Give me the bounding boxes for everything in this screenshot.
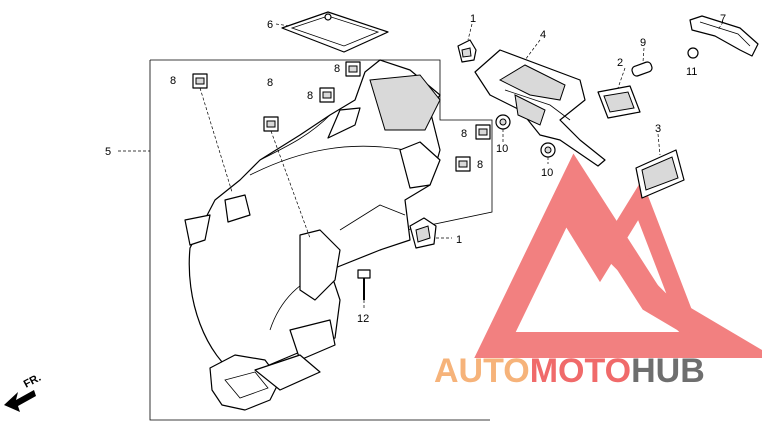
watermark-word-moto: MOTO [530,352,631,390]
callout-10-a: 10 [496,143,508,155]
callout-1-bottom: 1 [456,234,462,246]
callout-8-left: 8 [170,75,176,87]
part-8-clip-f [455,156,471,172]
leader-7 [717,21,724,31]
callout-3: 3 [655,123,661,135]
callout-10-b: 10 [541,167,553,179]
part-12-bolt [357,269,371,300]
assembly-frame [149,60,490,421]
leader-3 [657,133,661,156]
part-5-rear-fender [184,59,441,411]
leader-2 [617,67,626,89]
callout-1-top: 1 [470,13,476,25]
part-7-harness [689,15,759,57]
part-10-nut-b [540,142,556,158]
callout-6: 6 [267,19,273,31]
watermark-word-auto: AUTO [434,352,530,390]
part-10-nut-a [495,114,511,130]
callout-4: 4 [540,29,546,41]
leader-6 [275,23,291,27]
part-11-nut [687,47,699,59]
callout-12: 12 [357,313,369,325]
callout-8-middle: 8 [267,77,273,89]
part-8-clip-a [192,73,208,89]
callout-8-right-b: 8 [477,159,483,171]
part-1-clip-top [457,39,477,63]
part-8-clip-d [319,87,335,103]
callout-8-lower: 8 [307,90,313,102]
watermark-text: AUTOMOTOHUB [434,352,705,390]
callout-8-upper: 8 [334,63,340,75]
callout-8-right-a: 8 [461,128,467,140]
leader-8a [199,87,233,193]
part-8-clip-b [263,116,279,132]
watermark-word-hub: HUB [631,352,705,390]
leader-1a [467,23,473,41]
part-2-lens [597,85,641,119]
callout-5: 5 [105,146,111,158]
part-3-lamp-housing [635,149,685,199]
callout-7: 7 [720,13,726,25]
watermark-m-shape [552,179,699,337]
front-direction-arrow [4,390,36,412]
part-1-clip-bottom [409,217,437,249]
part-6-plate [281,11,389,53]
callout-11: 11 [686,66,697,78]
leader-8b [270,130,311,239]
assembly-frame-top [150,59,493,247]
callout-9: 9 [640,37,646,49]
part-8-clip-c [345,61,361,77]
leader-9 [642,47,645,63]
watermark-logo [474,153,762,358]
part-9-bulb [631,61,653,77]
callout-2: 2 [617,57,623,69]
leader-4 [524,39,541,61]
front-direction-label: FR. [22,372,43,391]
part-8-clip-e [475,124,491,140]
part-4-license-bracket [474,49,606,167]
